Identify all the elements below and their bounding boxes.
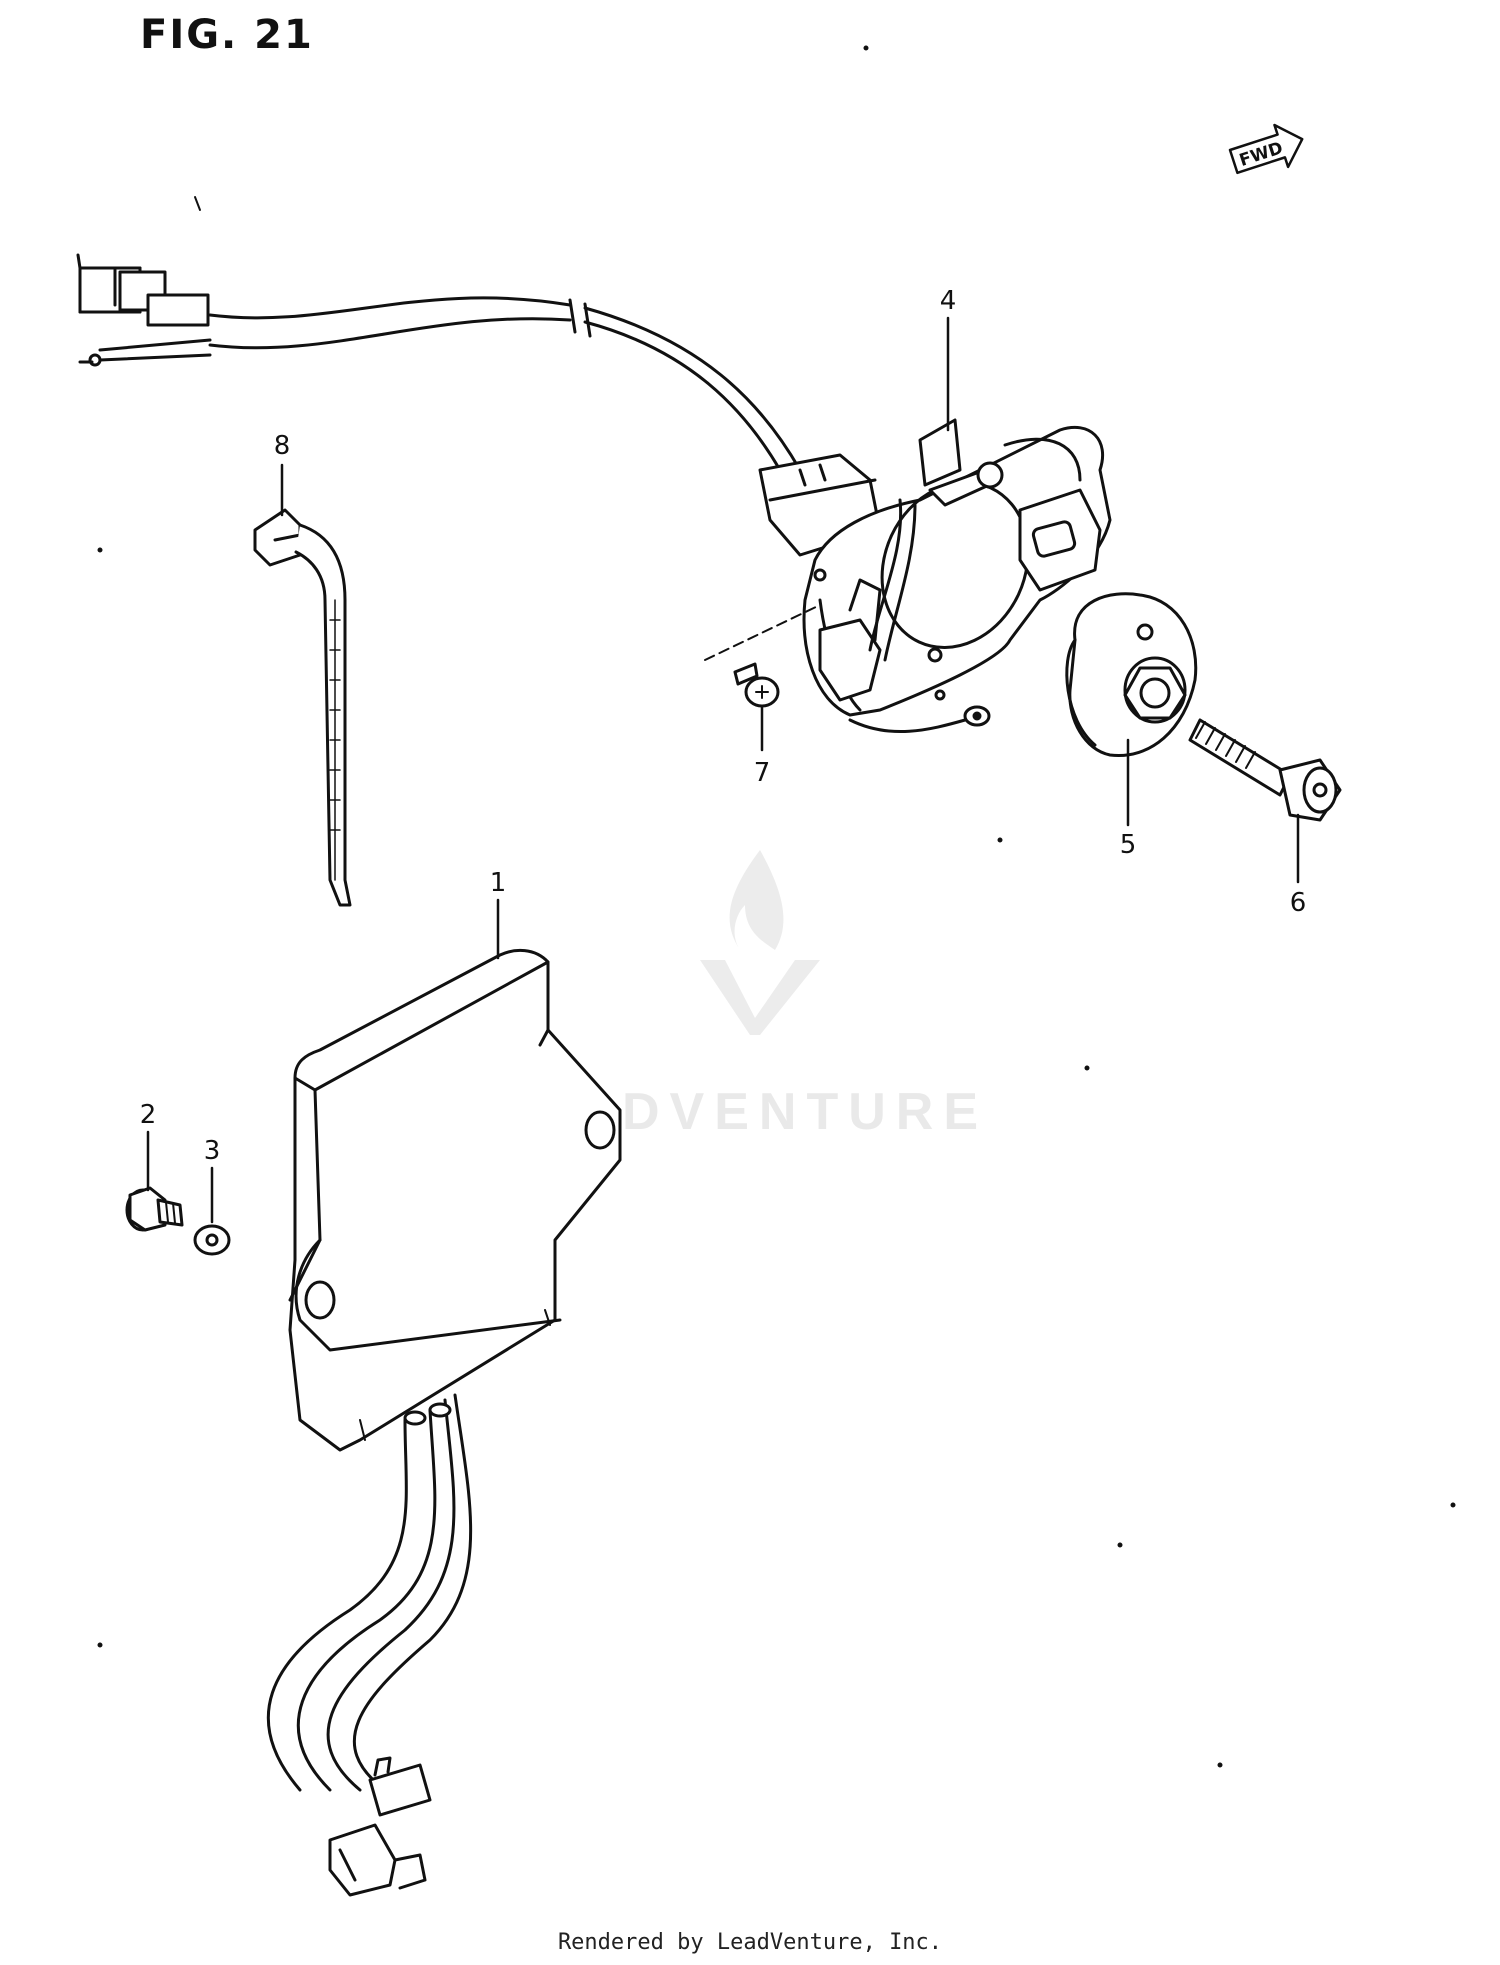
bolt-part-6 bbox=[1188, 718, 1342, 822]
callout-7: 7 bbox=[753, 758, 771, 788]
callout-1: 1 bbox=[489, 868, 507, 898]
watermark-logo-icon bbox=[700, 850, 820, 1035]
cable-tie-part-8 bbox=[253, 508, 352, 907]
fwd-arrow-icon: FWD bbox=[1228, 123, 1304, 175]
callout-8: 8 bbox=[273, 431, 291, 461]
washer-part-3 bbox=[193, 1224, 231, 1256]
bolt-part-2 bbox=[125, 1186, 184, 1232]
cdi-unit-part-1 bbox=[266, 948, 622, 1897]
footer-credit: Rendered by LeadVenture, Inc. bbox=[557, 1930, 943, 1955]
callout-3: 3 bbox=[203, 1136, 221, 1166]
pickup-coil-plate bbox=[704, 418, 1112, 734]
leader-lines bbox=[146, 316, 1300, 1224]
callout-5: 5 bbox=[1119, 830, 1137, 860]
figure-title: FIG. 21 bbox=[140, 12, 314, 58]
rotor-part-5 bbox=[1065, 592, 1198, 758]
callout-2: 2 bbox=[139, 1100, 157, 1130]
scan-specks bbox=[97, 45, 1456, 1768]
screw-part-7 bbox=[733, 662, 780, 708]
pickup-coil-harness bbox=[76, 253, 882, 557]
callout-6: 6 bbox=[1289, 888, 1307, 918]
callout-4: 4 bbox=[939, 286, 957, 316]
